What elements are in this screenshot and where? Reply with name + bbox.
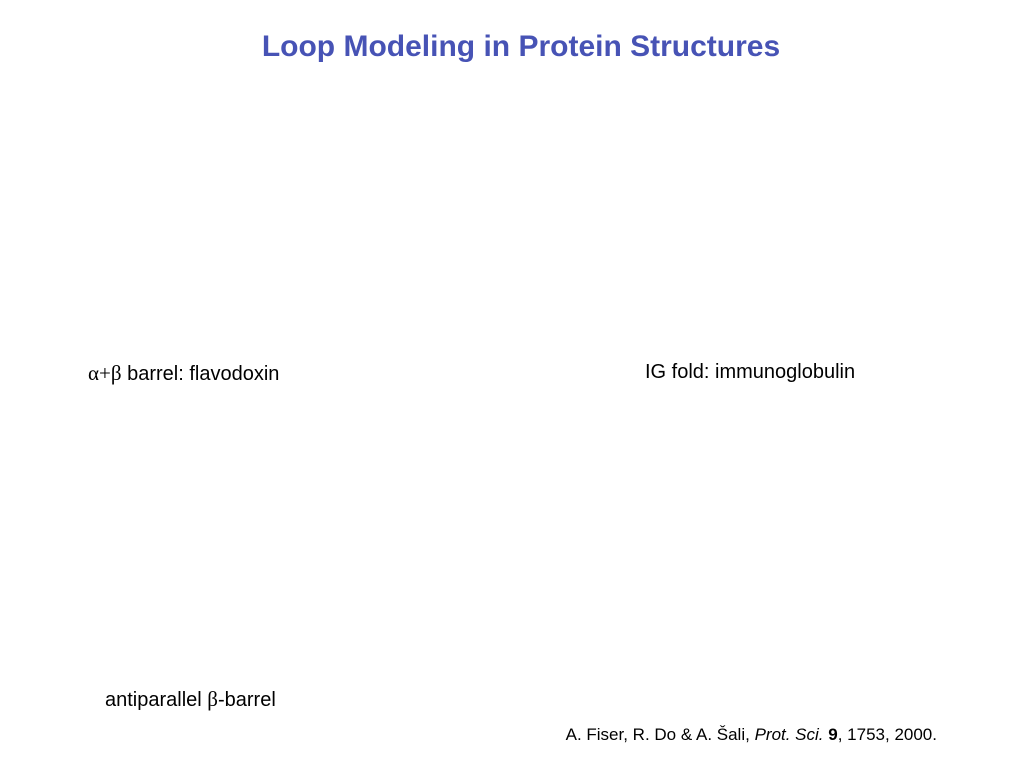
- label-ig-fold: IG fold: immunoglobulin: [645, 361, 856, 383]
- citation: A. Fiser, R. Do & A. Šali, Prot. Sci. 9,…: [566, 725, 937, 745]
- citation-volume: 9: [828, 725, 838, 744]
- citation-journal: Prot. Sci.: [754, 725, 824, 744]
- greek-beta: β: [207, 687, 218, 711]
- slide-title: Loop Modeling in Protein Structures: [261, 30, 781, 63]
- citation-rest: , 1753, 2000.: [837, 725, 937, 744]
- label-antiparallel-post: -barrel: [217, 689, 276, 711]
- citation-authors: A. Fiser, R. Do & A. Šali,: [565, 725, 755, 744]
- label-flavodoxin: α+β barrel: flavodoxin: [88, 361, 279, 386]
- label-flavodoxin-text: barrel: flavodoxin: [121, 363, 280, 385]
- greek-alpha-plus-beta: α+β: [88, 361, 122, 385]
- label-antiparallel-pre: antiparallel: [105, 689, 208, 711]
- label-antiparallel-barrel: antiparallel β-barrel: [105, 687, 276, 712]
